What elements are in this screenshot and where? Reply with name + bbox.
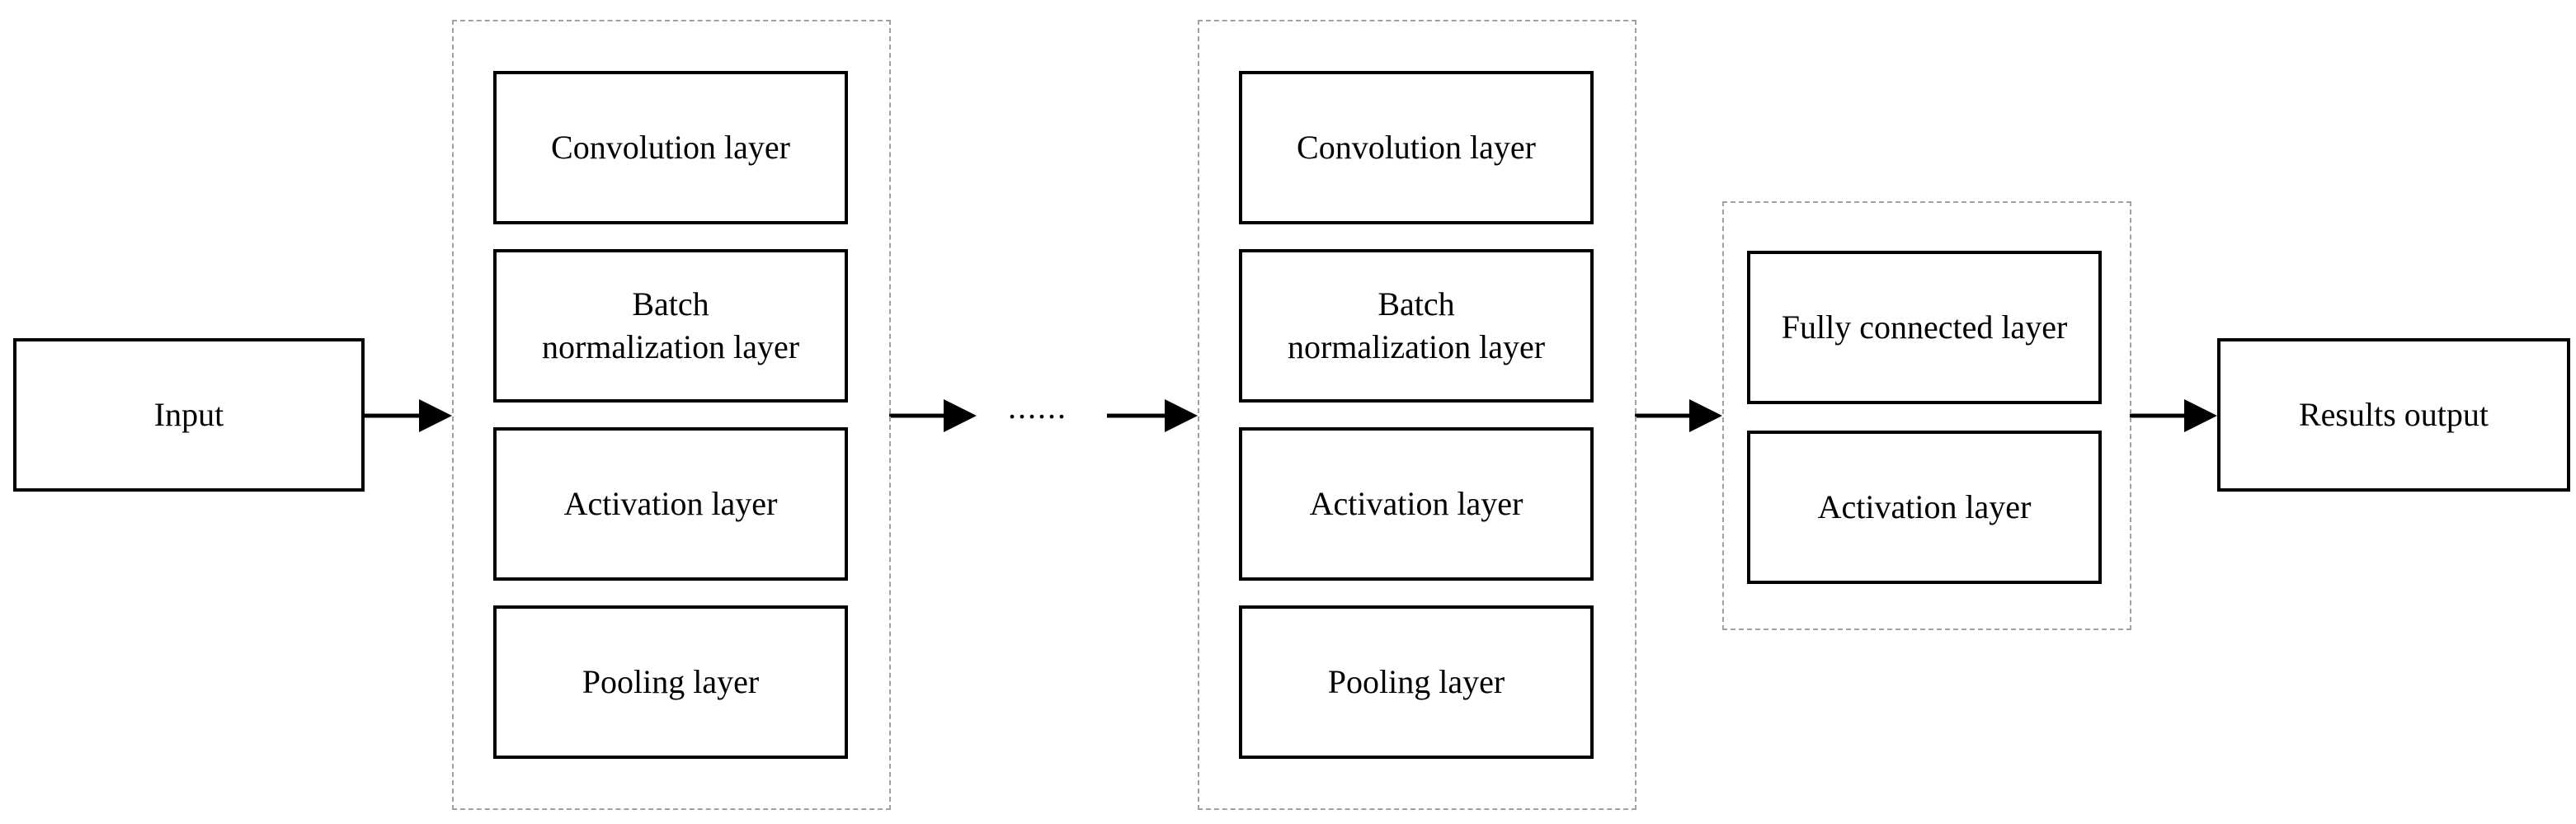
arrow-block2-to-block3 <box>1635 399 1722 432</box>
block3-fully-connected-layer: Fully connected layer <box>1747 251 2102 404</box>
block1-batch-normalization-label: Batch normalization layer <box>541 285 800 365</box>
block1-pooling-layer: Pooling layer <box>493 605 848 759</box>
ellipsis: ...... <box>1008 388 1067 426</box>
block2-batch-normalization-label: Batch normalization layer <box>1287 285 1546 365</box>
block1-convolution-label: Convolution layer <box>551 129 790 166</box>
arrow-input-to-block1 <box>365 399 452 432</box>
block2-activation-label: Activation layer <box>1309 485 1523 522</box>
input-label: Input <box>153 396 224 433</box>
block2-convolution-layer: Convolution layer <box>1239 71 1594 224</box>
block2-activation-layer: Activation layer <box>1239 427 1594 581</box>
block2-pooling-layer: Pooling layer <box>1239 605 1594 759</box>
block3-activation-label: Activation layer <box>1817 488 2032 525</box>
conv-block-1 <box>452 20 891 810</box>
arrow-block3-to-output <box>2130 399 2217 432</box>
results-output-box: Results output <box>2217 338 2570 492</box>
arrow-ellipsis-to-block2 <box>1107 399 1198 432</box>
dense-block <box>1722 201 2131 630</box>
block3-activation-layer: Activation layer <box>1747 431 2102 584</box>
input-box: Input <box>13 338 365 492</box>
block3-fully-connected-label: Fully connected layer <box>1781 308 2068 346</box>
block1-pooling-label: Pooling layer <box>582 663 760 700</box>
block2-batch-normalization-layer: Batch normalization layer <box>1239 249 1594 403</box>
block1-activation-layer: Activation layer <box>493 427 848 581</box>
conv-block-2 <box>1198 20 1636 810</box>
block1-batch-normalization-layer: Batch normalization layer <box>493 249 848 403</box>
results-output-label: Results output <box>2298 396 2489 433</box>
block2-convolution-label: Convolution layer <box>1297 129 1536 166</box>
block2-pooling-label: Pooling layer <box>1327 663 1505 700</box>
arrow-block1-to-ellipsis <box>889 399 977 432</box>
block1-activation-label: Activation layer <box>563 485 778 522</box>
block1-convolution-layer: Convolution layer <box>493 71 848 224</box>
